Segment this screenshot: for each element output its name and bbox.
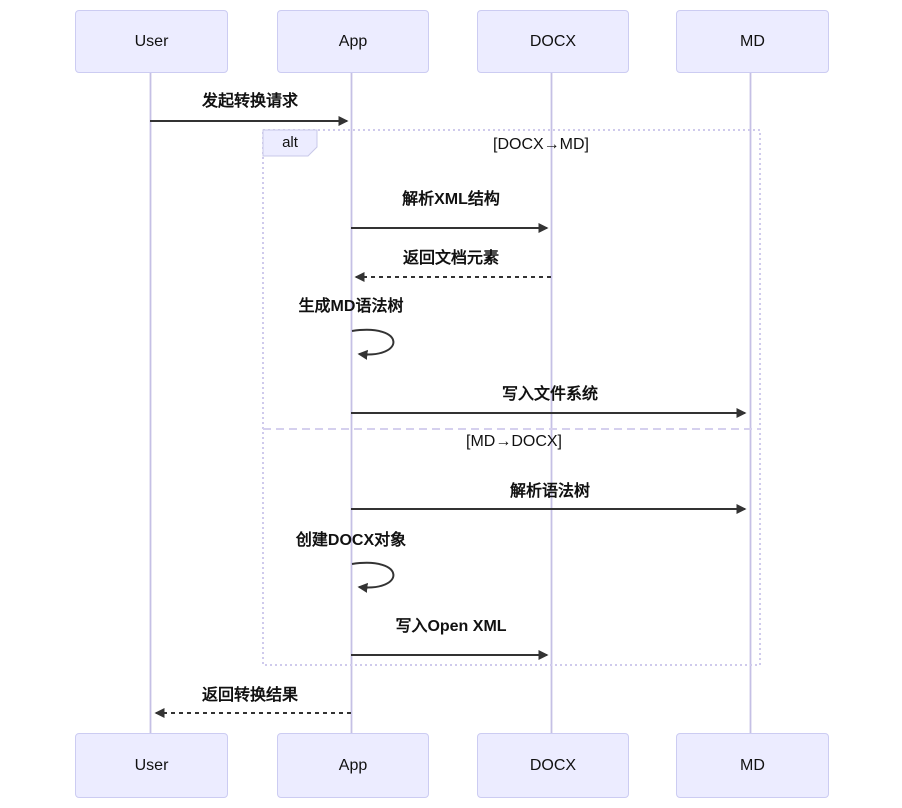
alt-frame: [262, 129, 761, 666]
message-label-4: 生成MD语法树: [298, 298, 404, 315]
alt-frame-label: alt: [282, 133, 298, 151]
message-label-7: 创建DOCX对象: [295, 532, 407, 549]
actor-top-docx: DOCX: [477, 10, 629, 73]
actor-bottom-app: App: [277, 733, 429, 798]
actor-top-md: MD: [676, 10, 829, 73]
message-label-2: 解析XML结构: [402, 191, 500, 208]
actor-bottom-docx: DOCX: [477, 733, 629, 798]
actor-top-app: App: [277, 10, 429, 73]
message-label-3: 返回文档元素: [402, 250, 500, 267]
alt-condition-1: [DOCX→MD]: [493, 136, 589, 153]
message-label-5: 写入文件系统: [501, 386, 599, 403]
actor-bottom-md: MD: [676, 733, 829, 798]
message-label-8: 写入Open XML: [395, 618, 507, 635]
actor-top-user: User: [75, 10, 228, 73]
actor-bottom-user: User: [75, 733, 228, 798]
self-loop-create-docx: [351, 561, 395, 593]
message-label-6: 解析语法树: [509, 483, 591, 500]
message-label-1: 发起转换请求: [201, 93, 299, 110]
alt-label-shape: [262, 129, 318, 157]
self-loop-generate-md: [351, 328, 395, 360]
alt-condition-2: [MD→DOCX]: [466, 433, 562, 450]
message-label-9: 返回转换结果: [201, 687, 299, 704]
